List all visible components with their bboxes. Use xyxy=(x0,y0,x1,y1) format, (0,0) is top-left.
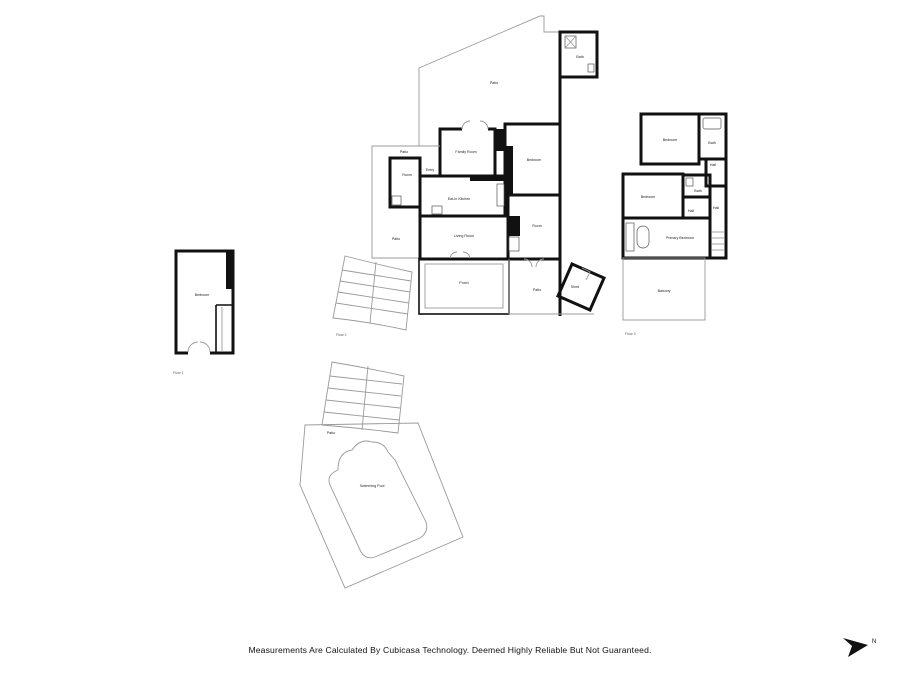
toilet-fixture xyxy=(587,63,595,73)
family-room-door-gap xyxy=(462,126,488,132)
disclaimer-text: Measurements Are Calculated By Cubicasa … xyxy=(248,645,652,655)
patio-lower-right-label: Patio xyxy=(533,288,541,292)
family-room-label: Family Room xyxy=(455,150,476,154)
pool-stairs xyxy=(321,361,405,434)
floor-1-bedroom-label: Bedroom xyxy=(195,293,210,297)
family-room-door xyxy=(461,120,489,130)
shower-diagonal-2 xyxy=(564,35,577,49)
floor-2-label: Floor 2 xyxy=(336,333,347,337)
pool-area: Patio Swimming Pool xyxy=(299,361,464,589)
shed-door xyxy=(581,267,591,281)
pool-patio-label: Patio xyxy=(327,431,335,435)
bath-top-walls xyxy=(558,30,599,79)
f3-primary-bedroom-label: Primary Bedroom xyxy=(666,236,694,240)
north-label: N xyxy=(872,639,876,645)
floor-1-wall-block xyxy=(226,251,233,289)
patio-lower-right-outline xyxy=(508,259,594,315)
bedroom-wall-block xyxy=(505,146,513,195)
pool-stairs-treads xyxy=(323,365,403,431)
floor-1-label: Floor 1 xyxy=(173,371,184,375)
kitchen-stove xyxy=(431,205,443,215)
kitchen-counter-right xyxy=(496,183,505,207)
swimming-pool-shape xyxy=(328,440,428,559)
floor-2-plan: Patio Bath Family Room Bedroom Patio Roo… xyxy=(332,15,606,337)
f3-bathtub xyxy=(702,117,722,130)
f3-hall-mid-walls xyxy=(682,196,711,219)
patio-left-outline xyxy=(371,213,419,259)
f3-hall-mid-label: Hall xyxy=(688,209,694,213)
shed-label: Shed xyxy=(571,285,579,289)
f3-vanity xyxy=(625,222,635,252)
patio-left-label: Patio xyxy=(392,237,400,241)
room-small-fixture xyxy=(391,195,402,206)
bath-top-label: Bath xyxy=(576,55,583,59)
floor-1-double-door xyxy=(187,341,211,353)
room-right-walls xyxy=(506,193,562,261)
north-arrow-icon: N xyxy=(843,638,876,657)
patio-stairs-upper-treads xyxy=(335,261,412,324)
patio-small-label: Patio xyxy=(400,150,408,154)
f3-stair-treads xyxy=(712,231,724,251)
patio-top-label: Patio xyxy=(490,81,498,85)
bedroom-main-label: Bedroom xyxy=(527,158,542,162)
f3-hall-right-label: Hall xyxy=(713,206,719,210)
porch-walls xyxy=(418,258,510,315)
f3-tub xyxy=(636,225,650,249)
living-room-block xyxy=(508,216,520,236)
f3-bath-top-label: Bath xyxy=(708,141,715,145)
kitchen-counter-top xyxy=(470,176,505,181)
patio-small-outline xyxy=(371,145,440,213)
porch-label: Porch xyxy=(459,281,468,285)
shed-walls xyxy=(556,262,606,312)
room-right-fixture xyxy=(508,236,520,252)
room-right-door xyxy=(523,258,545,268)
f3-bath-mid-label: Bath xyxy=(694,189,701,193)
f3-bedroom-top-label: Bedroom xyxy=(663,138,678,142)
f3-bedroom-left-label: Bedroom xyxy=(641,195,656,199)
pool-patio-outline xyxy=(299,422,464,589)
living-room-label: Living Room xyxy=(454,234,474,238)
f3-stair-walls xyxy=(708,184,728,260)
room-right-label: Room xyxy=(532,224,542,228)
fireplace-block xyxy=(495,129,505,151)
porch-inner xyxy=(424,263,504,309)
patio-top-outline xyxy=(418,15,560,146)
floor-1-door-gap xyxy=(188,350,210,356)
floor-3-label: Floor 3 xyxy=(625,332,636,336)
swimming-pool-label: Swimming Pool xyxy=(360,484,385,488)
floor-3-plan: Bedroom Bath Hall Bedroom Bath Hall Hall… xyxy=(621,112,728,336)
patio-stairs-upper xyxy=(332,255,413,331)
f3-balcony-outline xyxy=(622,257,706,321)
floor-1-walls xyxy=(174,249,235,355)
f3-bath-mid-toilet xyxy=(685,177,694,187)
f3-hall-top-label: Hall xyxy=(710,163,716,167)
room-small-label: Room xyxy=(402,173,412,177)
kitchen-label: Eat-in Kitchen xyxy=(448,197,470,201)
entry-label: Entry xyxy=(426,168,435,172)
floor-1-plan: Bedroom Floor 1 xyxy=(173,249,235,375)
f3-balcony-label: Balcony xyxy=(658,289,671,293)
